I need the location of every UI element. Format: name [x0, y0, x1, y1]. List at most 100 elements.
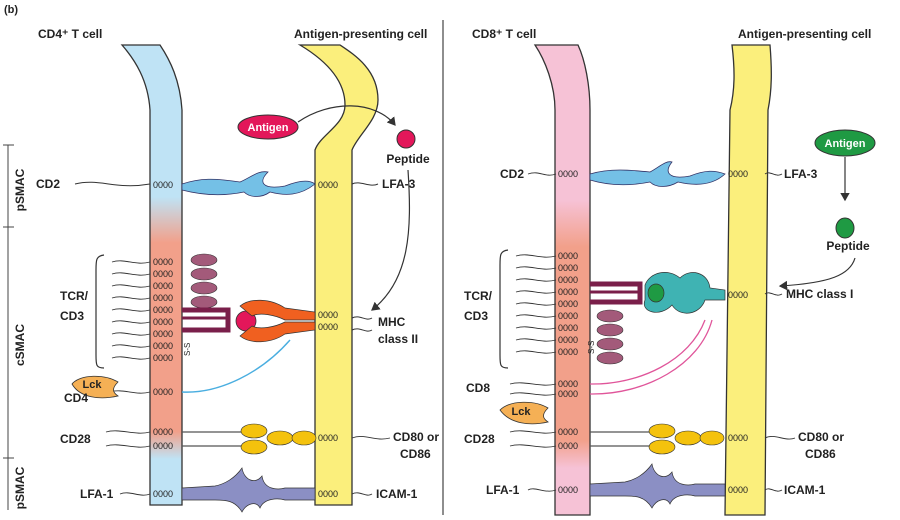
cd3-domains-left	[190, 253, 218, 309]
mhc-class-ii-beta	[239, 321, 316, 343]
svg-text:0000: 0000	[558, 287, 578, 297]
svg-text:0000: 0000	[558, 275, 578, 285]
cd4-coreceptor-label: CD4	[64, 391, 88, 405]
svg-text:0000: 0000	[318, 322, 338, 332]
cd8-t-cell-membrane	[533, 44, 591, 516]
svg-text:0000: 0000	[558, 251, 578, 261]
cd2-right-label: CD2	[500, 167, 524, 181]
antigen-arrow-left	[297, 105, 396, 126]
svg-text:0000: 0000	[153, 387, 173, 397]
icam1-right-label: ICAM-1	[784, 483, 826, 497]
tcr-cd3-bracket-left	[95, 254, 105, 369]
cd3-chain-lines-left	[111, 260, 151, 360]
peptide-bound-right	[647, 283, 665, 303]
svg-text:0000: 0000	[153, 281, 173, 291]
svg-text:0000: 0000	[728, 169, 748, 179]
cd4-panel: CD4⁺ T cell Antigen-presenting cell Anti…	[36, 27, 439, 513]
svg-text:0000: 0000	[558, 379, 578, 389]
svg-text:0000: 0000	[728, 433, 748, 443]
apc-membrane-right	[724, 44, 772, 516]
mhc-class-ii-alpha	[239, 299, 316, 321]
svg-text:0000: 0000	[153, 257, 173, 267]
svg-text:0000: 0000	[558, 335, 578, 345]
cd80-left-label-line2: CD86	[400, 447, 431, 461]
svg-text:S-S: S-S	[587, 341, 596, 354]
cd80-right-label-line1: CD80 or	[798, 430, 844, 444]
cd28-cd80-pair-left	[240, 423, 317, 455]
mhc-class-i	[643, 272, 726, 314]
lck-right-label: Lck	[512, 406, 532, 418]
cd4-t-cell-membrane	[120, 44, 183, 506]
lfa1-icam1-pair-right	[589, 463, 726, 509]
cd8-t-cell-label: CD8⁺ T cell	[472, 27, 536, 41]
mhc-ii-label-line1: MHC	[378, 315, 406, 329]
cd3-chain-lines-right	[515, 254, 557, 354]
peptide-right-label: Peptide	[826, 239, 870, 253]
cd8-coreceptor-link-a	[589, 319, 706, 385]
zone-label-psmac-bottom: pSMAC	[13, 466, 27, 509]
lck-left-label: Lck	[83, 379, 103, 391]
lck-left	[71, 375, 120, 399]
svg-text:0000: 0000	[318, 180, 338, 190]
peptide-left	[396, 129, 416, 149]
svg-text:0000: 0000	[318, 310, 338, 320]
svg-text:0000: 0000	[153, 489, 173, 499]
cd2-lfa3-pair-left	[181, 171, 316, 197]
apc-label-left: Antigen-presenting cell	[294, 27, 427, 41]
svg-text:0000: 0000	[318, 433, 338, 443]
cd4-coreceptor-link	[181, 339, 291, 393]
zone-label-psmac-top: pSMAC	[13, 168, 27, 211]
svg-text:0000: 0000	[558, 441, 578, 451]
svg-text:0000: 0000	[153, 305, 173, 315]
svg-text:0000: 0000	[153, 341, 173, 351]
svg-text:0000: 0000	[558, 347, 578, 357]
svg-text:0000: 0000	[153, 293, 173, 303]
peptide-left-label: Peptide	[386, 152, 430, 166]
peptide-arrow-right	[778, 257, 856, 291]
cd3-domains-right	[596, 309, 624, 365]
svg-text:0000: 0000	[558, 299, 578, 309]
svg-text:0000: 0000	[153, 427, 173, 437]
peptide-arrow-left	[371, 169, 411, 311]
svg-text:0000: 0000	[558, 263, 578, 273]
cd3-label-left: CD3	[60, 309, 84, 323]
tcr-cd3-bracket-right	[499, 249, 509, 369]
cd4-t-cell-label: CD4⁺ T cell	[38, 27, 102, 41]
cd2-left-label: CD2	[36, 177, 60, 191]
lfa1-icam1-pair-left	[181, 467, 316, 513]
cd28-cd80-pair-right	[648, 423, 725, 455]
zone-label-csmac: cSMAC	[13, 324, 27, 366]
apc-label-right: Antigen-presenting cell	[738, 27, 871, 41]
svg-text:0000: 0000	[558, 311, 578, 321]
lfa1-right-label: LFA-1	[486, 483, 520, 497]
tcr-left	[182, 307, 231, 333]
cd8-panel: CD8⁺ T cell Antigen-presenting cell Anti…	[464, 27, 876, 516]
lfa1-left-label: LFA-1	[80, 487, 114, 501]
mhc-ii-label-line2: class II	[378, 332, 418, 346]
svg-text:0000: 0000	[558, 389, 578, 399]
cd8-coreceptor-link-b	[589, 319, 713, 395]
antigen-left-label: Antigen	[248, 122, 289, 134]
mhc-i-label: MHC class I	[786, 287, 853, 301]
apc-membrane-left	[297, 44, 379, 506]
svg-text:0000: 0000	[558, 427, 578, 437]
lfa3-right-label: LFA-3	[784, 167, 818, 181]
svg-text:0000: 0000	[558, 323, 578, 333]
tcr-label-left: TCR/	[60, 289, 89, 303]
svg-text:0000: 0000	[153, 329, 173, 339]
svg-text:0000: 0000	[153, 441, 173, 451]
antigen-left	[237, 114, 299, 140]
cd2-lfa3-pair-right	[589, 161, 726, 187]
lfa3-left-label: LFA-3	[382, 177, 416, 191]
peptide-right	[835, 217, 855, 239]
cd8-coreceptor-label: CD8	[466, 381, 490, 395]
lck-right	[499, 401, 550, 425]
svg-text:0000: 0000	[558, 169, 578, 179]
svg-text:0000: 0000	[728, 290, 748, 300]
svg-text:0000: 0000	[728, 485, 748, 495]
tcr-label-right: TCR/	[464, 289, 493, 303]
cd28-left-label: CD28	[60, 432, 91, 446]
svg-text:0000: 0000	[153, 353, 173, 363]
antigen-right-label: Antigen	[825, 138, 866, 150]
